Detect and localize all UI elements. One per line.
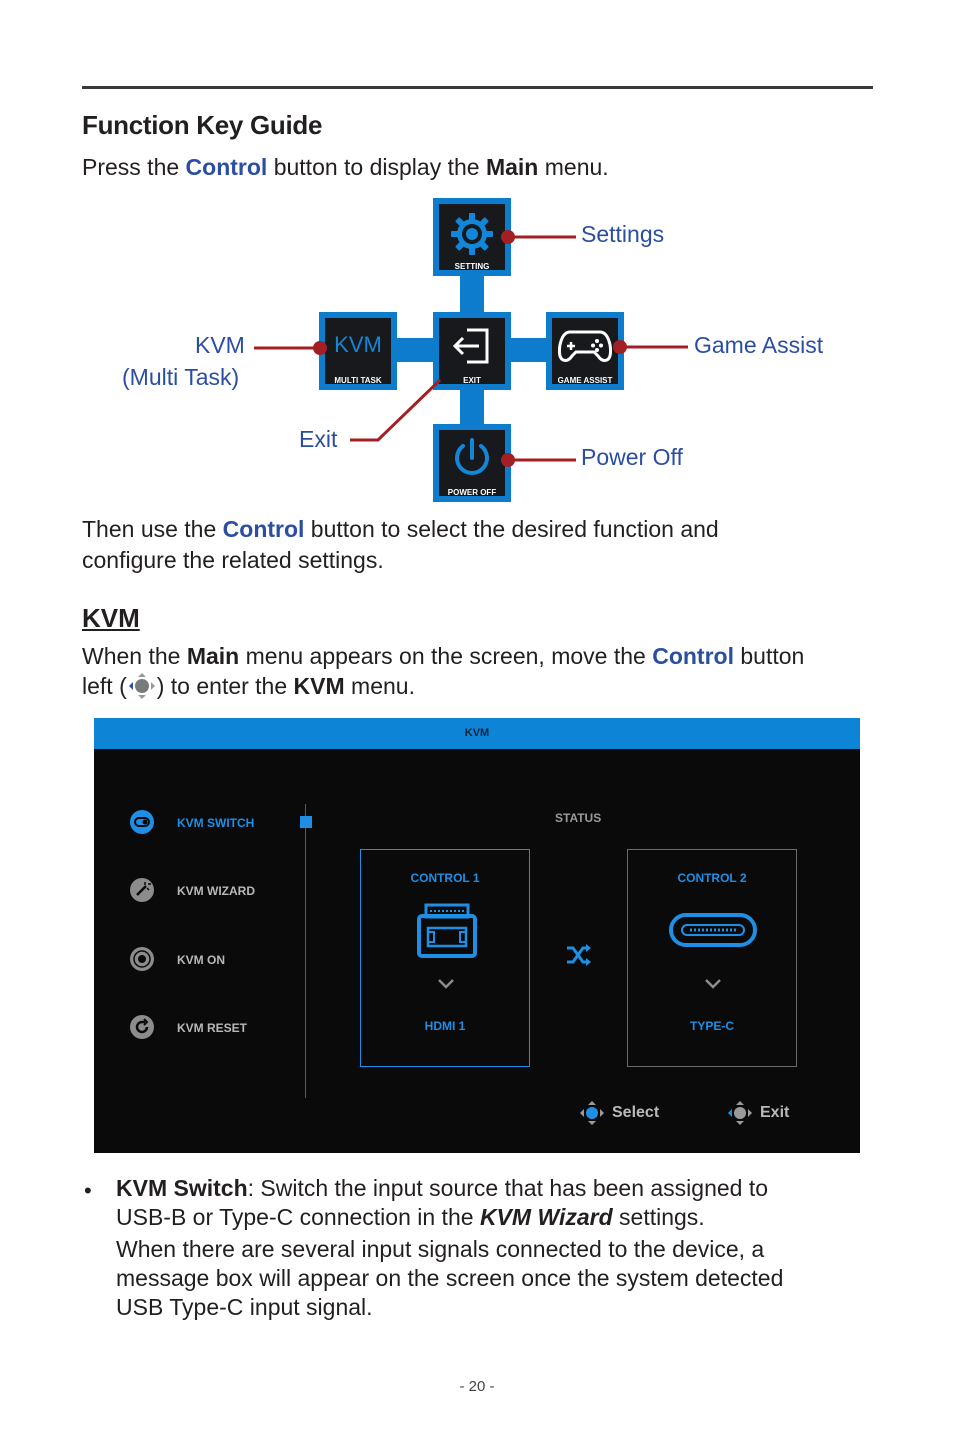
kvm-paragraph: When the Main menu appears on the screen… xyxy=(82,642,882,701)
osd-menu-item-kvm-wizard[interactable]: KVM WIZARD xyxy=(94,878,294,908)
power-off-tile[interactable]: POWER OFF xyxy=(433,424,511,502)
control-word: Control xyxy=(652,643,734,669)
note-text: When there are several input signals con… xyxy=(116,1236,765,1262)
callout-settings: Settings xyxy=(581,221,665,247)
osd-title: KVM xyxy=(464,727,490,739)
intro-text: button to display the xyxy=(267,154,486,180)
callout-game-assist: Game Assist xyxy=(694,332,824,358)
joystick-select-icon xyxy=(580,1101,604,1125)
note-text: USB Type-C input signal. xyxy=(116,1294,373,1320)
kvm-switch-description: KVM Switch: Switch the input source that… xyxy=(116,1174,876,1232)
top-rule xyxy=(82,86,873,89)
intro-text: Press the xyxy=(82,154,186,180)
kvm-tile-label: MULTI TASK xyxy=(334,376,382,385)
swap-icon[interactable] xyxy=(565,944,593,966)
kvm-switch-term: KVM Switch xyxy=(116,1175,248,1201)
then-text: button to select the desired function an… xyxy=(304,516,719,542)
kvm-text: ) to enter the xyxy=(156,673,294,699)
joystick-exit-icon xyxy=(728,1101,752,1125)
note-text: message box will appear on the screen on… xyxy=(116,1265,784,1291)
bullet-text: USB-B or Type-C connection in the xyxy=(116,1204,480,1230)
game-assist-tile[interactable]: GAME ASSIST xyxy=(546,312,624,390)
osd-header: KVM xyxy=(94,718,860,749)
kvm-text: menu appears on the screen, move the xyxy=(239,643,653,669)
main-word: Main xyxy=(186,643,240,669)
game-assist-tile-label: GAME ASSIST xyxy=(557,376,613,385)
intro-text: menu. xyxy=(538,154,609,180)
control-1-value: HDMI 1 xyxy=(424,1019,466,1033)
setting-tile[interactable]: SETTING xyxy=(433,198,511,276)
chevron-down-icon xyxy=(705,979,721,989)
control-word: Control xyxy=(185,154,268,180)
osd-menu-label: KVM ON xyxy=(177,953,225,967)
control-2-value: TYPE-C xyxy=(689,1019,734,1033)
callout-kvm: KVM xyxy=(195,332,245,358)
callout-leader-lines xyxy=(254,230,688,467)
kvm-tile[interactable]: KVM MULTI TASK xyxy=(319,312,397,390)
callout-power-off: Power Off xyxy=(581,444,683,470)
osd-menu-label: KVM WIZARD xyxy=(177,884,255,898)
then-text: Then use the xyxy=(82,516,223,542)
chevron-down-icon xyxy=(438,979,454,989)
bullet-marker: • xyxy=(84,1178,92,1203)
osd-footer-exit[interactable]: Exit xyxy=(760,1104,790,1121)
kvm-heading: KVM xyxy=(82,603,140,633)
osd-menu-label: KVM RESET xyxy=(177,1021,248,1035)
osd-footer-select[interactable]: Select xyxy=(612,1104,660,1121)
kvm-tile-text: KVM xyxy=(334,332,382,357)
gear-icon xyxy=(451,213,493,255)
osd-menu-item-kvm-switch[interactable]: KVM SWITCH xyxy=(94,810,294,840)
power-off-tile-label: POWER OFF xyxy=(447,488,497,497)
page-number: - 20 - xyxy=(459,1378,495,1395)
exit-tile[interactable]: EXIT xyxy=(433,312,511,390)
osd-status-label: STATUS xyxy=(555,811,602,825)
callout-exit: Exit xyxy=(299,426,338,452)
usb-b-icon xyxy=(417,903,477,958)
kvm-osd-menu: KVM KVM SWITCH KVM WIZARD KVM ON xyxy=(94,718,860,1153)
then-text: configure the related settings. xyxy=(82,547,384,573)
gamepad-icon xyxy=(558,330,612,362)
osd-scroll-thumb[interactable] xyxy=(300,816,312,828)
kvm-text: left ( xyxy=(82,673,127,699)
callout-multitask: (Multi Task) xyxy=(122,364,240,390)
power-icon xyxy=(455,438,489,475)
control-1-label: CONTROL 1 xyxy=(410,871,480,885)
setting-tile-label: SETTING xyxy=(454,262,490,271)
intro-paragraph: Press the Control button to display the … xyxy=(82,152,609,183)
joystick-left-icon xyxy=(128,673,155,699)
exit-tile-label: EXIT xyxy=(463,376,481,385)
kvm-text: When the xyxy=(82,643,187,669)
control-2-card[interactable]: CONTROL 2 TYPE-C xyxy=(627,849,797,1067)
page-title: Function Key Guide xyxy=(82,110,323,140)
joystick-icon xyxy=(130,947,154,971)
kvm-wizard-term: KVM Wizard xyxy=(479,1204,613,1230)
exit-icon xyxy=(452,328,489,364)
function-key-diagram: SETTING KVM MULTI TASK EXIT GAME ASSIST xyxy=(0,190,954,510)
osd-scroll-track xyxy=(305,804,306,1098)
osd-menu-label: KVM SWITCH xyxy=(177,816,255,830)
osd-menu-item-kvm-on[interactable]: KVM ON xyxy=(94,947,294,977)
toggle-icon xyxy=(130,810,154,834)
usb-c-icon xyxy=(669,913,757,947)
kvm-text: button xyxy=(733,643,805,669)
bullet-text: : Switch the input source that has been … xyxy=(247,1175,769,1201)
osd-menu-item-kvm-reset[interactable]: KVM RESET xyxy=(94,1015,294,1045)
bullet-text: settings. xyxy=(612,1204,705,1230)
control-2-label: CONTROL 2 xyxy=(677,871,747,885)
reset-icon xyxy=(130,1015,154,1039)
wand-icon xyxy=(130,878,154,902)
then-paragraph: Then use the Control button to select th… xyxy=(82,514,882,576)
kvm-switch-note: When there are several input signals con… xyxy=(116,1235,876,1322)
control-word: Control xyxy=(222,516,305,542)
main-word: Main xyxy=(485,154,539,180)
control-1-card[interactable]: CONTROL 1 HDMI 1 xyxy=(360,849,530,1067)
kvm-word: KVM xyxy=(293,673,345,699)
kvm-text: menu. xyxy=(344,673,415,699)
